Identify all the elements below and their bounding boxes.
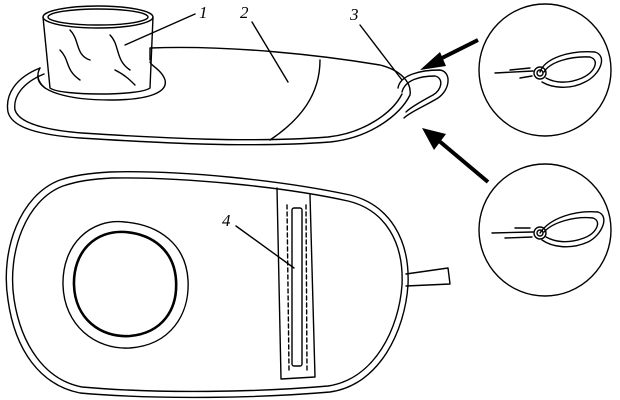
- label-3: 3: [349, 5, 403, 81]
- cylinder-part-1: [42, 5, 154, 95]
- loop-part-3: [397, 69, 449, 119]
- detail-circle-lower: [478, 163, 612, 297]
- strip-part-4: [276, 187, 316, 380]
- top-view-bag: [5, 171, 451, 399]
- detail-circle-upper: [478, 3, 612, 137]
- side-view-bag: [6, 5, 449, 146]
- arrow-lower: [422, 128, 490, 184]
- arrow-upper: [420, 38, 479, 70]
- svg-text:1: 1: [199, 3, 208, 22]
- opening-ring: [62, 220, 189, 349]
- label-1: 1: [124, 3, 208, 46]
- svg-text:3: 3: [349, 5, 359, 24]
- svg-text:2: 2: [240, 3, 249, 22]
- label-4: 4: [222, 211, 295, 269]
- label-2: 2: [240, 3, 289, 83]
- svg-text:4: 4: [222, 211, 231, 230]
